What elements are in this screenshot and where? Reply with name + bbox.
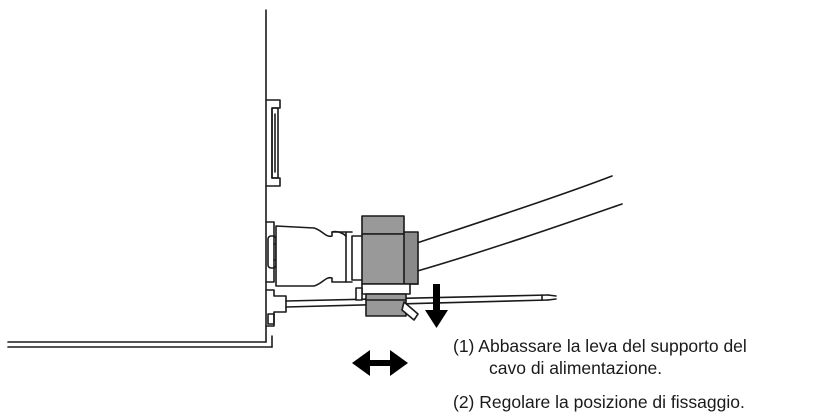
step-1-caption: (1) Abbassare la leva del supporto del bbox=[453, 335, 747, 357]
holder-post bbox=[265, 289, 287, 327]
upper-connector bbox=[265, 99, 281, 187]
step-2-number: (2) bbox=[453, 392, 475, 412]
step-1-text: Abbassare la leva del supporto del bbox=[478, 336, 747, 356]
cable-plug bbox=[275, 225, 367, 287]
down-arrow-icon bbox=[425, 284, 448, 328]
monitor-back-panel bbox=[7, 9, 273, 348]
cable-tie-strap bbox=[285, 294, 557, 308]
cable-clamp bbox=[355, 215, 419, 321]
step-2-caption: (2) Regolare la posizione di fissaggio. bbox=[453, 391, 745, 413]
step-2-text: Regolare la posizione di fissaggio. bbox=[479, 392, 745, 412]
step-1-caption-continued: cavo di alimentazione. bbox=[489, 358, 663, 378]
double-arrow-icon bbox=[352, 350, 408, 376]
power-cable bbox=[413, 175, 623, 273]
step-1-number: (1) bbox=[453, 336, 475, 356]
